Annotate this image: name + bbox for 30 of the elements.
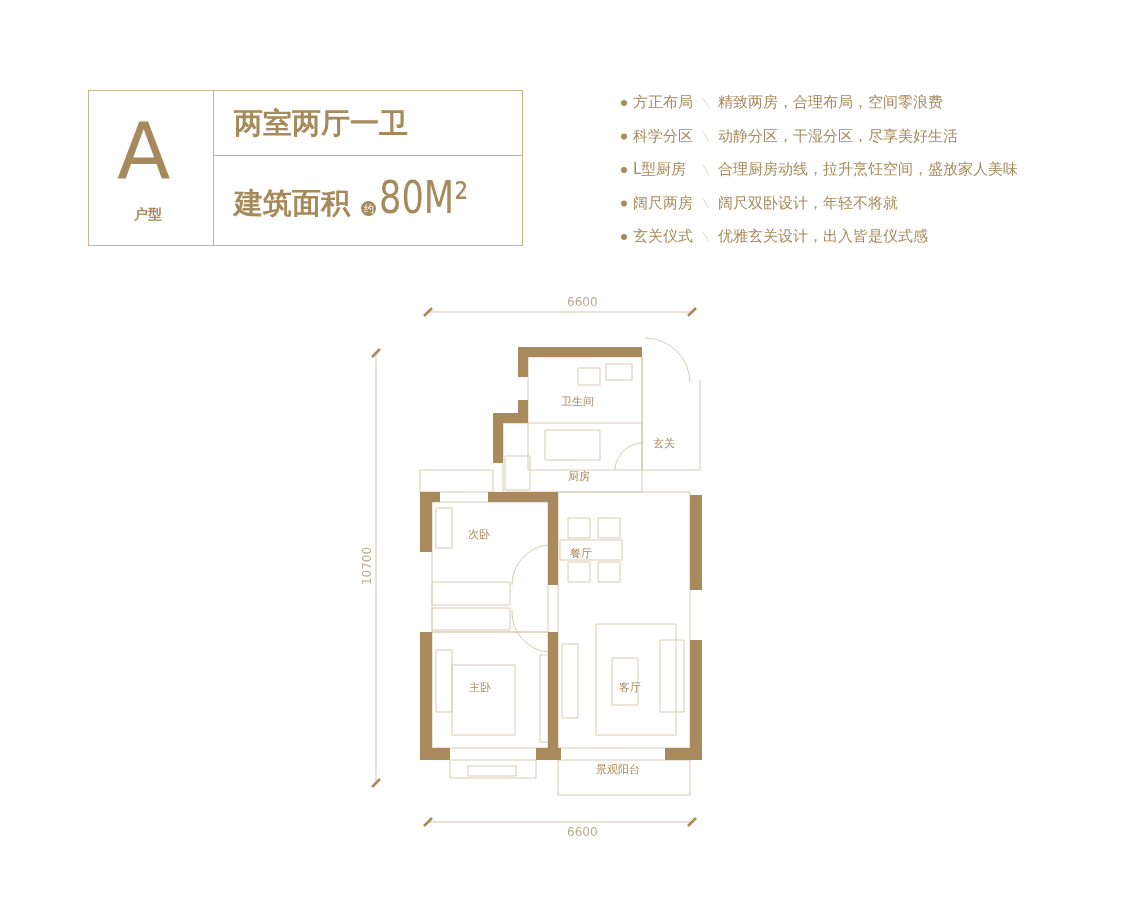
feature-title: 阔尺两房 xyxy=(633,195,693,211)
feature-title: 玄关仪式 xyxy=(633,229,693,244)
unit-type-label: 户型 xyxy=(134,207,162,221)
room-label: 餐厅 xyxy=(570,548,592,559)
room-label: 客厅 xyxy=(619,682,641,693)
room-label: 卫生间 xyxy=(561,396,594,407)
room-label: 主卧 xyxy=(469,682,491,693)
feature-description: 阔尺双卧设计，年轻不将就 xyxy=(718,195,898,211)
feature-title: 科学分区 xyxy=(633,128,693,144)
dimension-label: 6600 xyxy=(567,826,598,838)
feature-description: 动静分区，干湿分区，尽享美好生活 xyxy=(718,128,958,144)
unit-letter: A xyxy=(117,113,171,191)
area-panel xyxy=(213,155,523,246)
room-label: 景观阳台 xyxy=(596,764,640,775)
area-value: 80M² xyxy=(379,176,469,220)
layout-heading: 两室两厅一卫 xyxy=(234,109,408,138)
approx-badge: 约 xyxy=(361,201,376,216)
dimension-label: 10700 xyxy=(361,546,374,586)
feature-description: 优雅玄关设计，出入皆是仪式感 xyxy=(718,229,928,244)
feature-description: 合理厨房动线，拉升烹饪空间，盛放家人美味 xyxy=(718,162,1018,177)
room-label: 厨房 xyxy=(568,471,590,482)
layout-panel xyxy=(213,90,523,156)
room-label: 次卧 xyxy=(468,529,490,540)
feature-title: 方正布局 xyxy=(633,95,693,110)
area-label: 建筑面积 xyxy=(234,189,350,218)
dimension-label: 6600 xyxy=(567,296,598,308)
room-label: 玄关 xyxy=(653,438,675,449)
feature-description: 精致两房，合理布局，空间零浪费 xyxy=(718,95,943,110)
feature-title: L型厨房 xyxy=(633,162,687,177)
unit-type-panel xyxy=(88,90,214,246)
